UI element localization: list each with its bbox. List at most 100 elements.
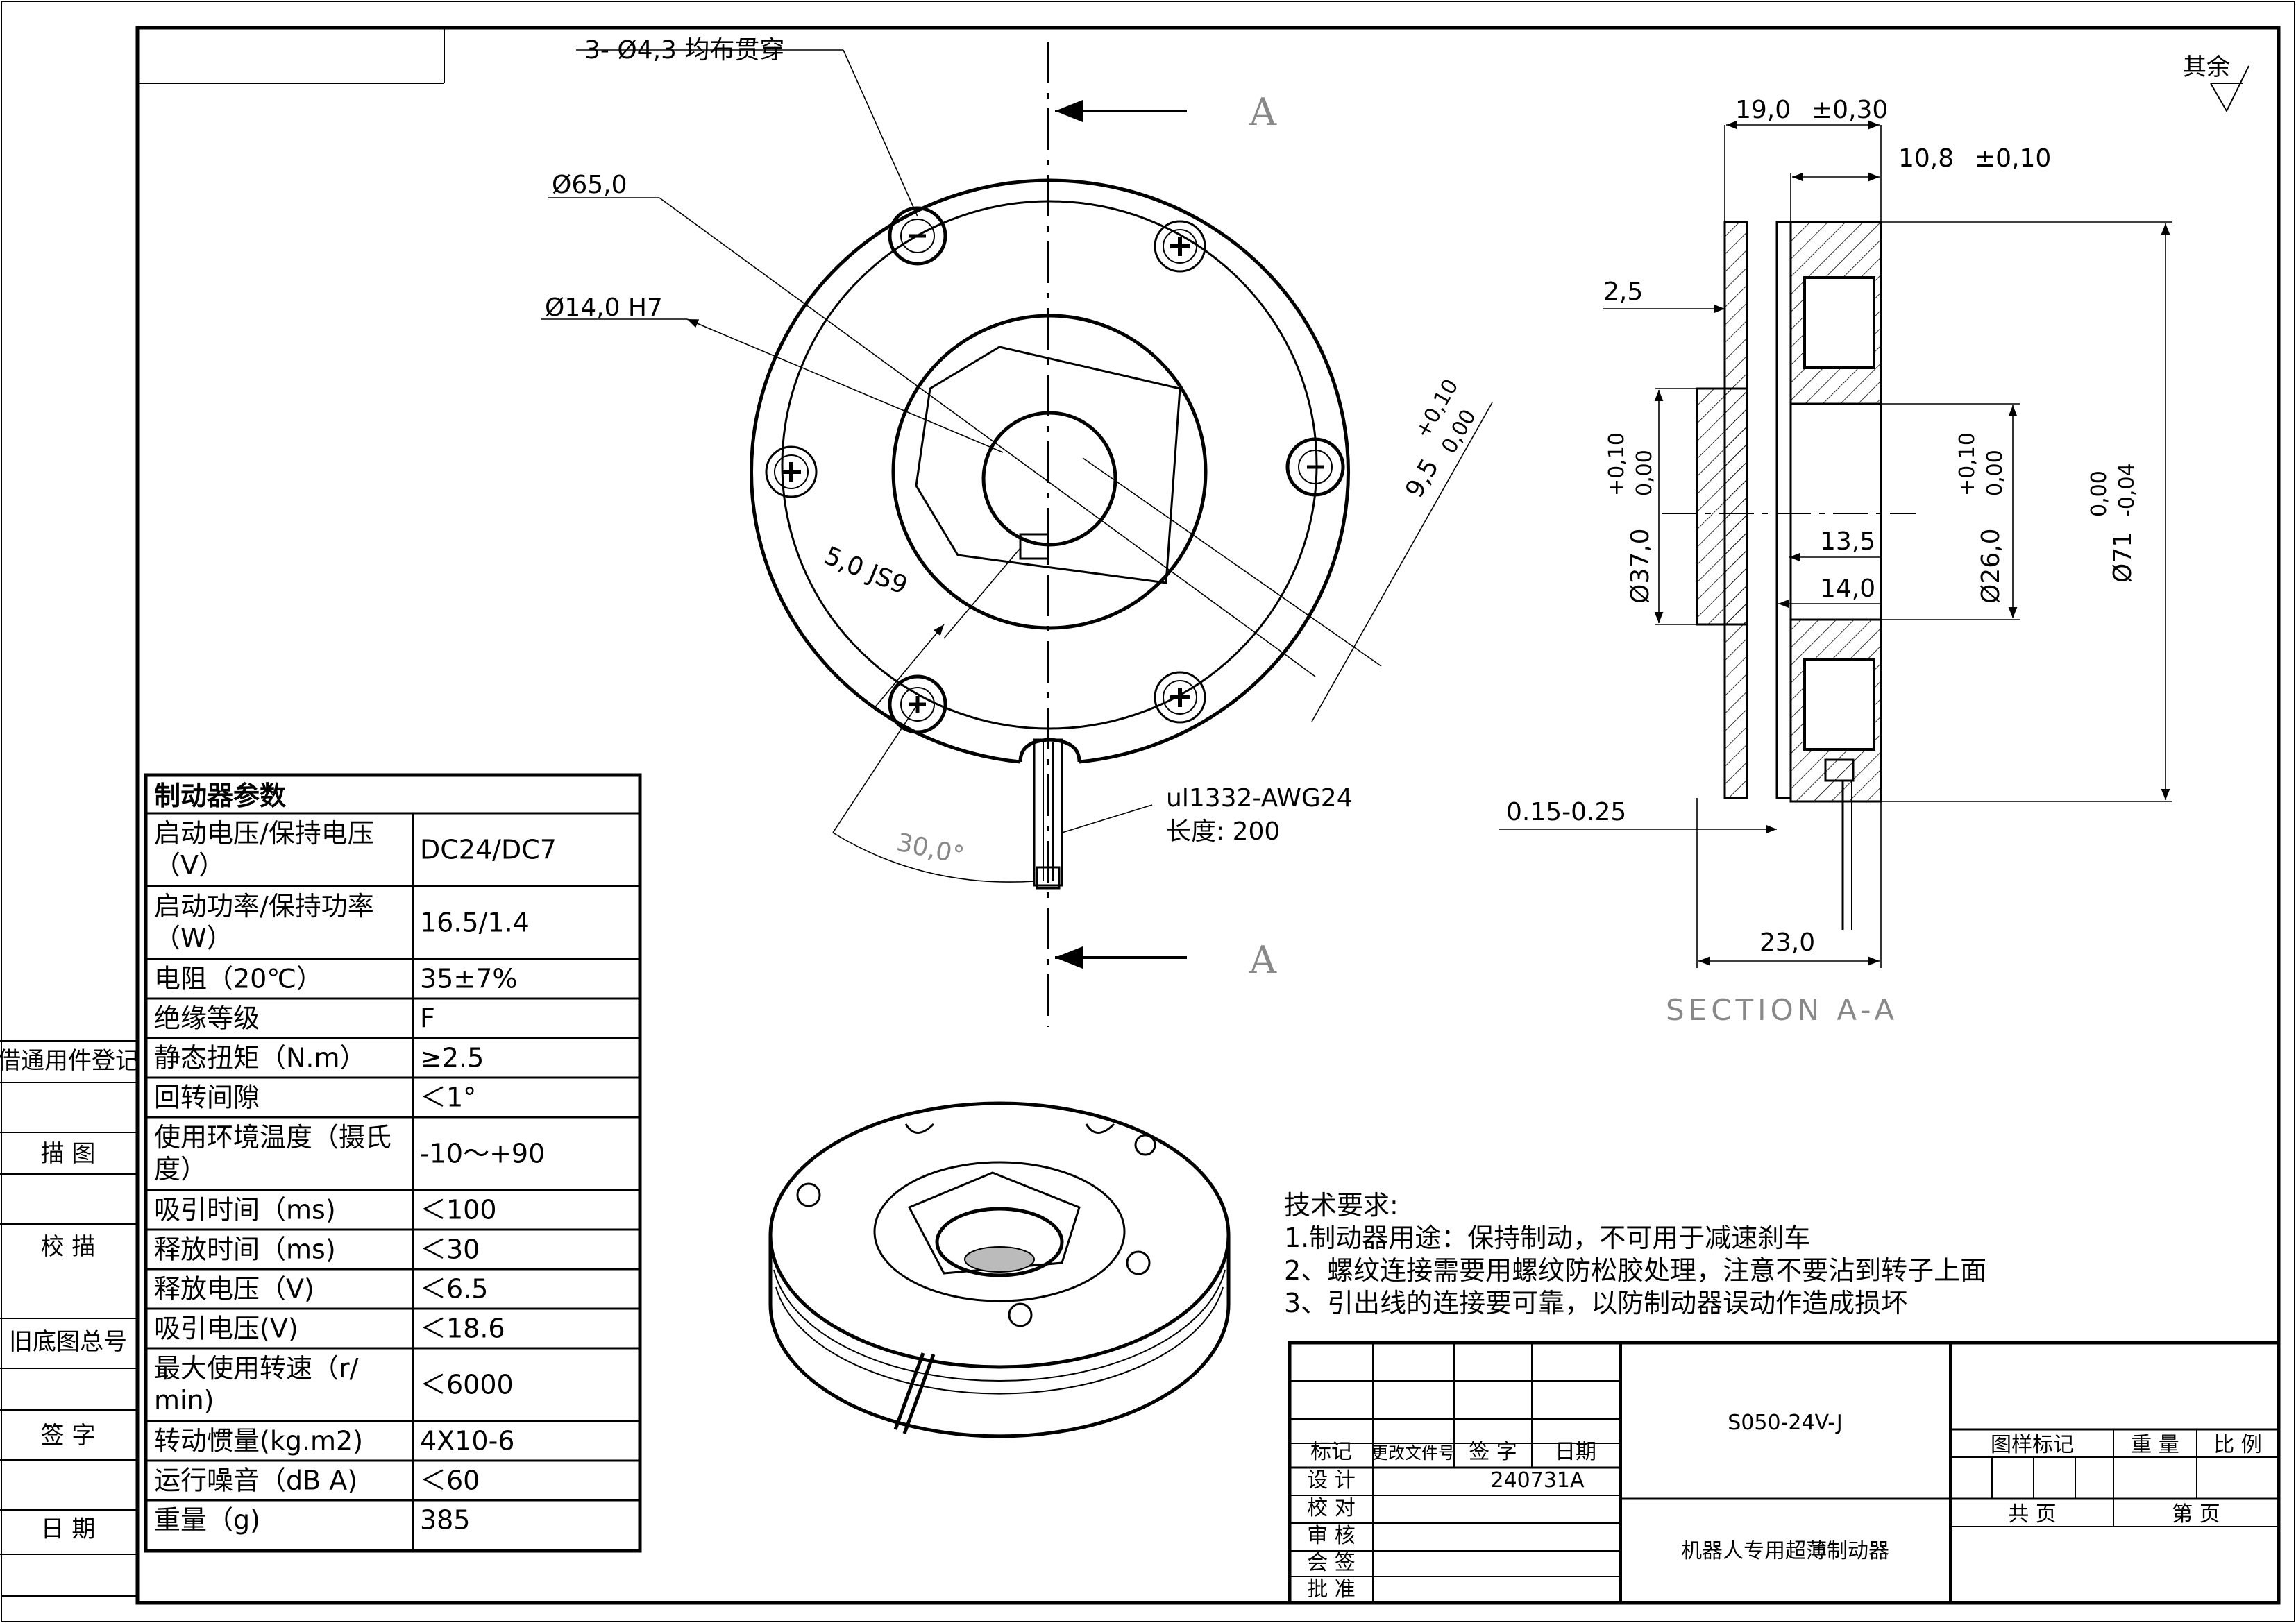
- param-label: 转动惯量(kg.m2): [154, 1426, 363, 1456]
- svg-text:30,0°: 30,0°: [894, 829, 967, 871]
- dim-37: Ø37,0 +0,10 0,00: [1605, 388, 1697, 625]
- svg-text:长度: 200: 长度: 200: [1166, 817, 1280, 846]
- screw-left: [765, 445, 818, 498]
- param-label: 启动电压/保持电压（V）: [154, 818, 374, 881]
- stamp-label: 签 字: [41, 1422, 96, 1450]
- param-label: 电阻（20℃）: [154, 964, 323, 994]
- section-view: 19,0 ±0,30 10,8 ±0,10 2,5 Ø37,0 +0,10 0,…: [1499, 96, 2172, 1027]
- armature-plate: [915, 346, 1181, 584]
- param-row: 最大使用转速（r/min)＜6000: [154, 1353, 514, 1416]
- svg-text:Ø71: Ø71: [2109, 532, 2137, 583]
- params-table: 制动器参数 启动电压/保持电压（V）DC24/DC7启动功率/保持功率（W）16…: [144, 773, 642, 1553]
- svg-text:审 核: 审 核: [1307, 1524, 1356, 1548]
- svg-text:技术要求:: 技术要求:: [1284, 1190, 1399, 1221]
- param-row: 使用环境温度（摄氏度）-10～+90: [154, 1122, 545, 1184]
- param-value: ＜30: [420, 1234, 480, 1265]
- screw-top-right: [1154, 220, 1206, 273]
- screw-bottom-right: [1154, 671, 1206, 724]
- param-value: ＜1°: [420, 1082, 476, 1113]
- dim-bore: Ø14,0 H7: [541, 294, 1004, 453]
- param-value: 16.5/1.4: [420, 908, 530, 938]
- svg-text:±0,10: ±0,10: [1975, 144, 2051, 173]
- svg-text:A: A: [1249, 938, 1277, 982]
- param-row: 启动电压/保持电压（V） DC24/DC7: [154, 818, 557, 881]
- svg-text:标记: 标记: [1310, 1440, 1352, 1464]
- param-row: 启动功率/保持功率（W）16.5/1.4: [154, 891, 530, 953]
- hub-face: [891, 314, 1208, 630]
- dim-19: 19,0 ±0,30: [1724, 96, 1888, 222]
- svg-text:ul1332-AWG24: ul1332-AWG24: [1166, 784, 1353, 813]
- section-arrow-top: A: [1055, 90, 1277, 134]
- hole-right: [1285, 437, 1345, 497]
- svg-text:签 字: 签 字: [1469, 1440, 1517, 1464]
- param-row: 运行噪音（dB A)＜60: [154, 1465, 480, 1496]
- svg-text:其余: 其余: [2183, 53, 2230, 81]
- roughness-symbol: 其余: [2183, 53, 2249, 113]
- tech-req-item: 2、螺纹连接需要用螺纹防松胶处理，注意不要沾到转子上面: [1284, 1255, 1986, 1286]
- brake-inner-ring: [781, 200, 1318, 730]
- param-row: 释放电压（V) ＜6.5: [154, 1274, 488, 1305]
- svg-text:23,0: 23,0: [1759, 928, 1815, 957]
- svg-text:9,5: 9,5: [1400, 454, 1444, 502]
- svg-text:2,5: 2,5: [1603, 278, 1643, 306]
- svg-text:0,00: 0,00: [1983, 450, 2007, 496]
- svg-text:批 准: 批 准: [1307, 1577, 1356, 1601]
- param-value: 385: [420, 1505, 471, 1536]
- section-title: SECTION A-A: [1666, 993, 1898, 1027]
- part-number: S050-24V-J: [1728, 1411, 1842, 1435]
- svg-text:14,0: 14,0: [1820, 575, 1875, 603]
- svg-text:Ø65,0: Ø65,0: [552, 171, 627, 199]
- dim-71: Ø71 0,00 -0,04: [1881, 221, 2172, 802]
- param-label: 释放电压（V): [154, 1274, 314, 1305]
- dim-gap: 0.15-0.25: [1499, 798, 1777, 834]
- hub-section: [1696, 387, 1748, 626]
- stamp-label: 日 期: [41, 1515, 96, 1543]
- param-label: 绝缘等级: [154, 1003, 260, 1034]
- front-view: A A: [541, 36, 1493, 1027]
- svg-text:0,00: 0,00: [1632, 450, 1657, 496]
- bore: [981, 411, 1117, 547]
- param-value: ≥2.5: [420, 1043, 484, 1073]
- param-row: 吸引时间（ms)＜100: [154, 1195, 497, 1225]
- title-block: 标记 更改文件号 签 字 日期 设 计 校 对 审 核 会 签 批 准 2407…: [1288, 1341, 2281, 1605]
- param-row: 电阻（20℃）35±7%: [154, 964, 517, 994]
- tech-req-item: 1.制动器用途：保持制动，不可用于减速刹车: [1284, 1223, 1810, 1253]
- svg-text:Ø37,0: Ø37,0: [1626, 529, 1655, 604]
- svg-text:19,0: 19,0: [1735, 96, 1791, 124]
- param-row: 释放时间（ms)＜30: [154, 1234, 480, 1265]
- svg-text:0.15-0.25: 0.15-0.25: [1506, 798, 1626, 826]
- param-value: DC24/DC7: [420, 835, 557, 865]
- svg-text:3- Ø4,3 均布贯穿: 3- Ø4,3 均布贯穿: [584, 36, 784, 65]
- part-name: 机器人专用超薄制动器: [1681, 1539, 1889, 1563]
- hole-top-left: [888, 206, 947, 266]
- svg-text:更改文件号: 更改文件号: [1371, 1443, 1455, 1463]
- dim-2-5: 2,5: [1603, 278, 1725, 314]
- param-value: ＜6.5: [420, 1274, 488, 1305]
- svg-text:+0,10: +0,10: [1955, 432, 1980, 496]
- param-row: 转动惯量(kg.m2) 4X10-6: [154, 1426, 514, 1456]
- param-row: 吸引电压(V)＜18.6: [154, 1314, 505, 1344]
- cable-callout: ul1332-AWG24 长度: 200: [1061, 784, 1353, 846]
- coil-top: [1803, 276, 1875, 369]
- svg-text:-0,04: -0,04: [2115, 463, 2139, 517]
- svg-text:日期: 日期: [1555, 1440, 1596, 1464]
- coil-bottom: [1803, 658, 1875, 751]
- param-label: 静态扭矩（N.m）: [154, 1043, 366, 1073]
- svg-text:13,5: 13,5: [1820, 527, 1875, 556]
- param-label: 运行噪音（dB A): [154, 1465, 357, 1496]
- param-value: 4X10-6: [420, 1426, 514, 1456]
- dim-keyway-depth: 9,5 +0,10 0,00: [1082, 375, 1493, 722]
- param-label: 重量（g): [154, 1505, 260, 1536]
- dim-14: 14,0: [1778, 575, 1881, 609]
- param-row: 重量（g) 385: [154, 1505, 471, 1536]
- param-row: 静态扭矩（N.m） ≥2.5: [154, 1043, 484, 1073]
- svg-text:重 量: 重 量: [2131, 1433, 2179, 1457]
- svg-text:校 对: 校 对: [1307, 1496, 1356, 1520]
- dim-13-5: 13,5: [1789, 527, 1881, 562]
- side-stamp: 借通用件登记 描 图 校 描 旧底图总号 签 字 日 期: [0, 1040, 139, 1555]
- param-value: ＜6000: [420, 1370, 514, 1400]
- dim-keyway-width: 5,0 JS9: [820, 541, 1021, 708]
- svg-text:5,0 JS9: 5,0 JS9: [820, 541, 911, 600]
